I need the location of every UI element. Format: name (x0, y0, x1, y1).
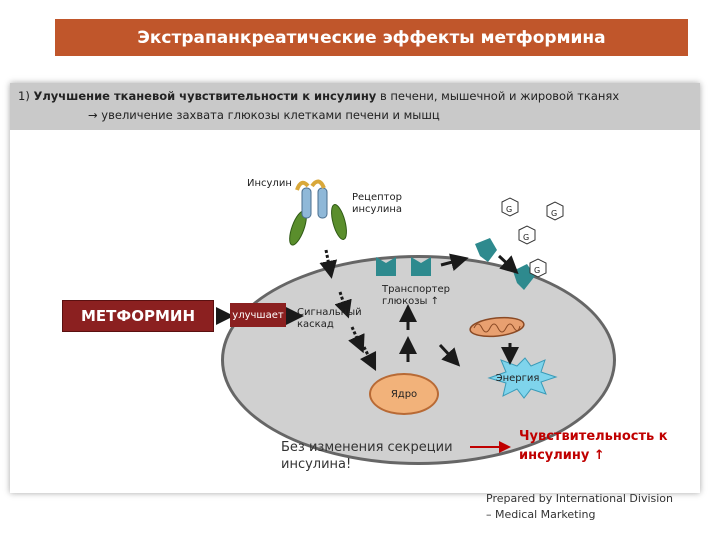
improves-box: улучшает (230, 303, 286, 327)
signal-cascade-label: Сигнальный каскад (297, 307, 362, 331)
insulin-sensitivity-text: Чувствительность к инсулину ↑ (519, 427, 668, 465)
sensitivity-line1: Чувствительность к (519, 429, 668, 444)
header-band: 1) Улучшение тканевой чувствительности к… (10, 83, 700, 130)
consequence-text: увеличение захвата глюкозы клетками пече… (101, 108, 440, 122)
point-rest-text: в печени, мышечной и жировой тканях (379, 89, 620, 103)
no-change-line2: инсулина! (281, 457, 352, 472)
transporter-label: Транспортер глюкозы ↑ (382, 284, 450, 308)
credit-text: Prepared by International Division – Med… (486, 491, 673, 523)
no-secretion-change-text: Без изменения секреции инсулина! (281, 439, 453, 473)
signal-label-line2: каскад (297, 319, 334, 330)
transporter-label-line2: глюкозы ↑ (382, 296, 439, 307)
slide-title: Экстрапанкреатические эффекты метформина (55, 19, 688, 56)
mitochondrion (469, 316, 525, 338)
glucose-molecules (501, 197, 564, 278)
energy-label: Энергия (495, 373, 540, 384)
sensitivity-line2: инсулину ↑ (519, 448, 605, 463)
nucleus: Ядро (369, 373, 439, 415)
energy-burst (487, 357, 558, 399)
glucose-label-2: G (551, 209, 558, 218)
arrow-glyph: → (88, 108, 98, 122)
receptor-label-line2: инсулина (352, 204, 403, 215)
credit-line2: – Medical Marketing (486, 508, 596, 521)
glucose-label-1: G (506, 205, 513, 214)
point-1-text: 1) Улучшение тканевой чувствительности к… (18, 89, 619, 103)
cell-body (221, 255, 616, 465)
insulin-receptor (289, 187, 347, 246)
point-bold-text: Улучшение тканевой чувствительности к ин… (33, 89, 377, 103)
credit-line1: Prepared by International Division (486, 492, 674, 505)
glucose-label-3: G (523, 233, 530, 242)
pathway-arrows (216, 253, 519, 367)
transporter-label-line1: Транспортер (382, 284, 450, 295)
signal-arrows (319, 249, 377, 372)
receptor-label-line1: Рецептор (352, 192, 402, 203)
point-number: 1) (18, 89, 30, 103)
receptor-label: Рецептор инсулина (352, 192, 402, 216)
signal-label-line1: Сигнальный (297, 307, 362, 318)
glucose-label-4: G (534, 266, 541, 275)
point-1-consequence: → увеличение захвата глюкозы клетками пе… (88, 108, 440, 122)
metformin-box: МЕТФОРМИН (62, 300, 214, 332)
glucose-transporter (376, 238, 535, 290)
insulin-label: Инсулин (247, 178, 292, 189)
energy-area: Энергия (460, 356, 575, 406)
insulin-molecule (295, 179, 326, 191)
no-change-line1: Без изменения секреции (281, 440, 453, 455)
nucleus-label: Ядро (390, 388, 418, 400)
